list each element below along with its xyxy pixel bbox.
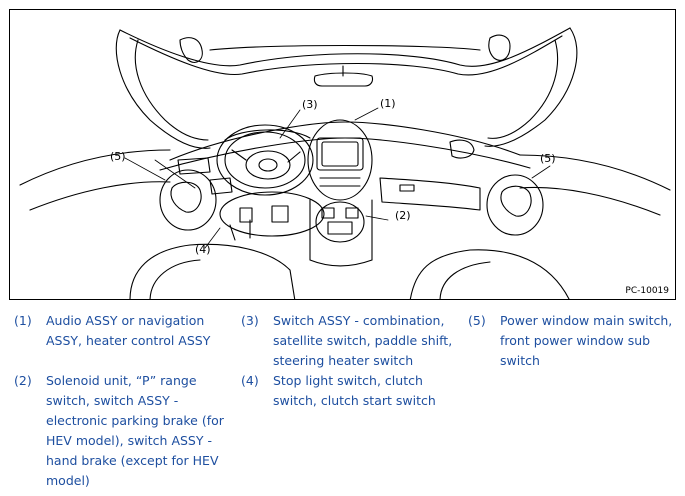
legend-line: Stop light switch, clutch: [273, 373, 423, 388]
vehicle-interior-illustration: (3) (1) (5) (5) (2) (4): [19, 27, 671, 299]
callout-5-right: (5): [540, 152, 556, 165]
legend-line: front power window sub: [500, 333, 651, 348]
legend-line: switch: [500, 353, 540, 368]
legend-item-text: Solenoid unit, “P” range switch, switch …: [46, 371, 224, 491]
legend-line: Audio ASSY or navigation: [46, 313, 205, 328]
legend-line: ASSY, heater control ASSY: [46, 333, 211, 348]
legend-item-number: (5): [468, 313, 486, 328]
legend-line: steering heater switch: [273, 353, 414, 368]
component-location-figure: (3) (1) (5) (5) (2) (4) PC-10019: [9, 9, 676, 300]
legend-line: Solenoid unit, “P” range: [46, 373, 197, 388]
legend-item-number: (1): [14, 313, 32, 328]
legend-line: HEV model), switch ASSY -: [46, 433, 212, 448]
legend-line: switch, switch ASSY -: [46, 393, 179, 408]
legend-line: Switch ASSY - combination,: [273, 313, 445, 328]
legend-line: hand brake (except for HEV: [46, 453, 219, 468]
legend-line: satellite switch, paddle shift,: [273, 333, 453, 348]
legend-item-number: (4): [241, 373, 259, 388]
legend-item-text: Power window main switch, front power wi…: [500, 311, 672, 371]
legend-item-text: Audio ASSY or navigation ASSY, heater co…: [46, 311, 210, 351]
legend-item-number: (2): [14, 373, 32, 388]
legend-line: model): [46, 473, 90, 488]
legend-item-number: (3): [241, 313, 259, 328]
callout-1: (1): [380, 97, 396, 110]
figure-code: PC-10019: [625, 286, 669, 296]
callout-2: (2): [395, 209, 411, 222]
legend-line: Power window main switch,: [500, 313, 673, 328]
callout-3: (3): [302, 98, 318, 111]
legend-line: switch, clutch start switch: [273, 393, 436, 408]
component-legend: (1) Audio ASSY or navigation ASSY, heate…: [14, 311, 674, 491]
legend-item-text: Switch ASSY - combination, satellite swi…: [273, 311, 452, 371]
callout-5-left: (5): [110, 150, 126, 163]
callout-4: (4): [195, 243, 211, 256]
legend-line: electronic parking brake (for: [46, 413, 224, 428]
legend-item-text: Stop light switch, clutch switch, clutch…: [273, 371, 436, 411]
